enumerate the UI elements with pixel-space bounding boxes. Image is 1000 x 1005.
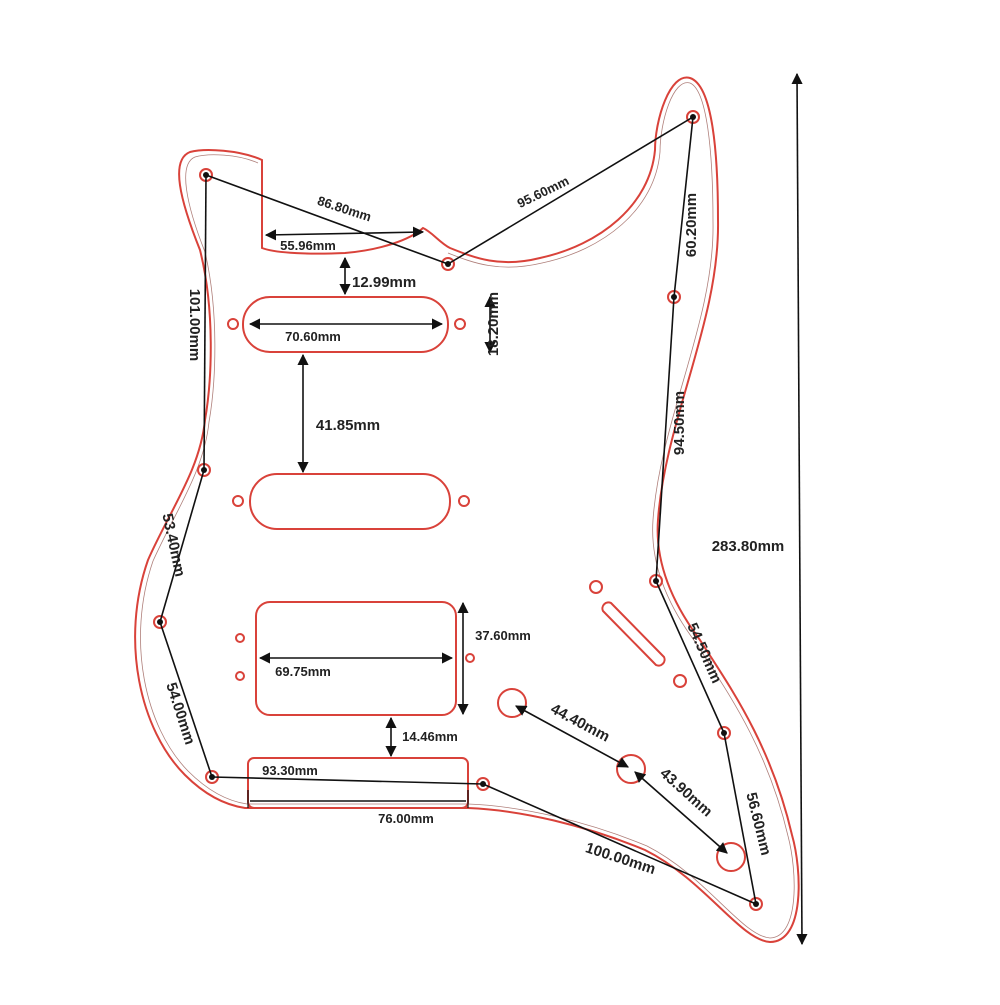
dim-label-humbucker-gap: 14.46mm (402, 729, 458, 744)
neck-pickup-cutout (242, 296, 449, 353)
mount-hole (235, 633, 245, 643)
dim-label-pickup-spacing: 41.85mm (316, 417, 380, 434)
dim-label-right-edge-bottom: 56.60mm (742, 791, 774, 857)
dim-label-pocket-gap: 12.99mm (352, 274, 416, 291)
switch-hole (589, 580, 603, 594)
dim-label-left-edge-upper: 101.00mm (186, 289, 203, 362)
dim-label-left-edge-middle: 53.40mm (158, 512, 188, 578)
dim-label-bottom-left-width: 93.30mm (262, 763, 318, 778)
dim-label-left-edge-lower: 54.00mm (162, 680, 198, 746)
dim-label-overall-length: 283.80mm (712, 538, 785, 555)
dim-label-top-right-diagonal: 95.60mm (515, 173, 572, 211)
dim-label-knob-spacing-1: 44.40mm (548, 700, 613, 745)
dim-label-single-coil-length: 70.60mm (285, 329, 341, 344)
dim-label-single-coil-height: 18.20mm (485, 292, 502, 356)
knob-hole-tone-1 (616, 754, 646, 784)
mount-hole (458, 495, 470, 507)
dim-label-humbucker-height: 37.60mm (475, 628, 531, 643)
mount-hole (465, 653, 475, 663)
mount-hole (232, 495, 244, 507)
switch-slot (601, 601, 666, 667)
pickguard-outline-bevel (140, 82, 795, 939)
screw-holes (153, 110, 763, 911)
dim-label-knob-spacing-2: 43.90mm (656, 765, 715, 821)
dim-label-neck-pocket-width: 55.96mm (280, 238, 336, 253)
mount-hole (235, 671, 245, 681)
humbucker-cutout (255, 601, 457, 716)
dim-label-top-left-diagonal: 86.80mm (316, 193, 374, 224)
knob-hole-volume (497, 688, 527, 718)
dim-label-bottom-cutout-width: 76.00mm (378, 811, 434, 826)
dim-label-right-edge-lower: 54.50mm (683, 620, 725, 686)
pickguard-outline (134, 76, 800, 944)
dim-label-right-edge-top: 60.20mm (683, 193, 700, 257)
mount-hole (227, 318, 239, 330)
dim-label-humbucker-length: 69.75mm (275, 664, 331, 679)
mount-hole (454, 318, 466, 330)
dim-label-right-edge-middle: 94.50mm (671, 391, 688, 455)
switch-hole (673, 674, 687, 688)
dimension-lines (159, 72, 808, 946)
knob-hole-tone-2 (716, 842, 746, 872)
middle-pickup-cutout (249, 473, 451, 530)
